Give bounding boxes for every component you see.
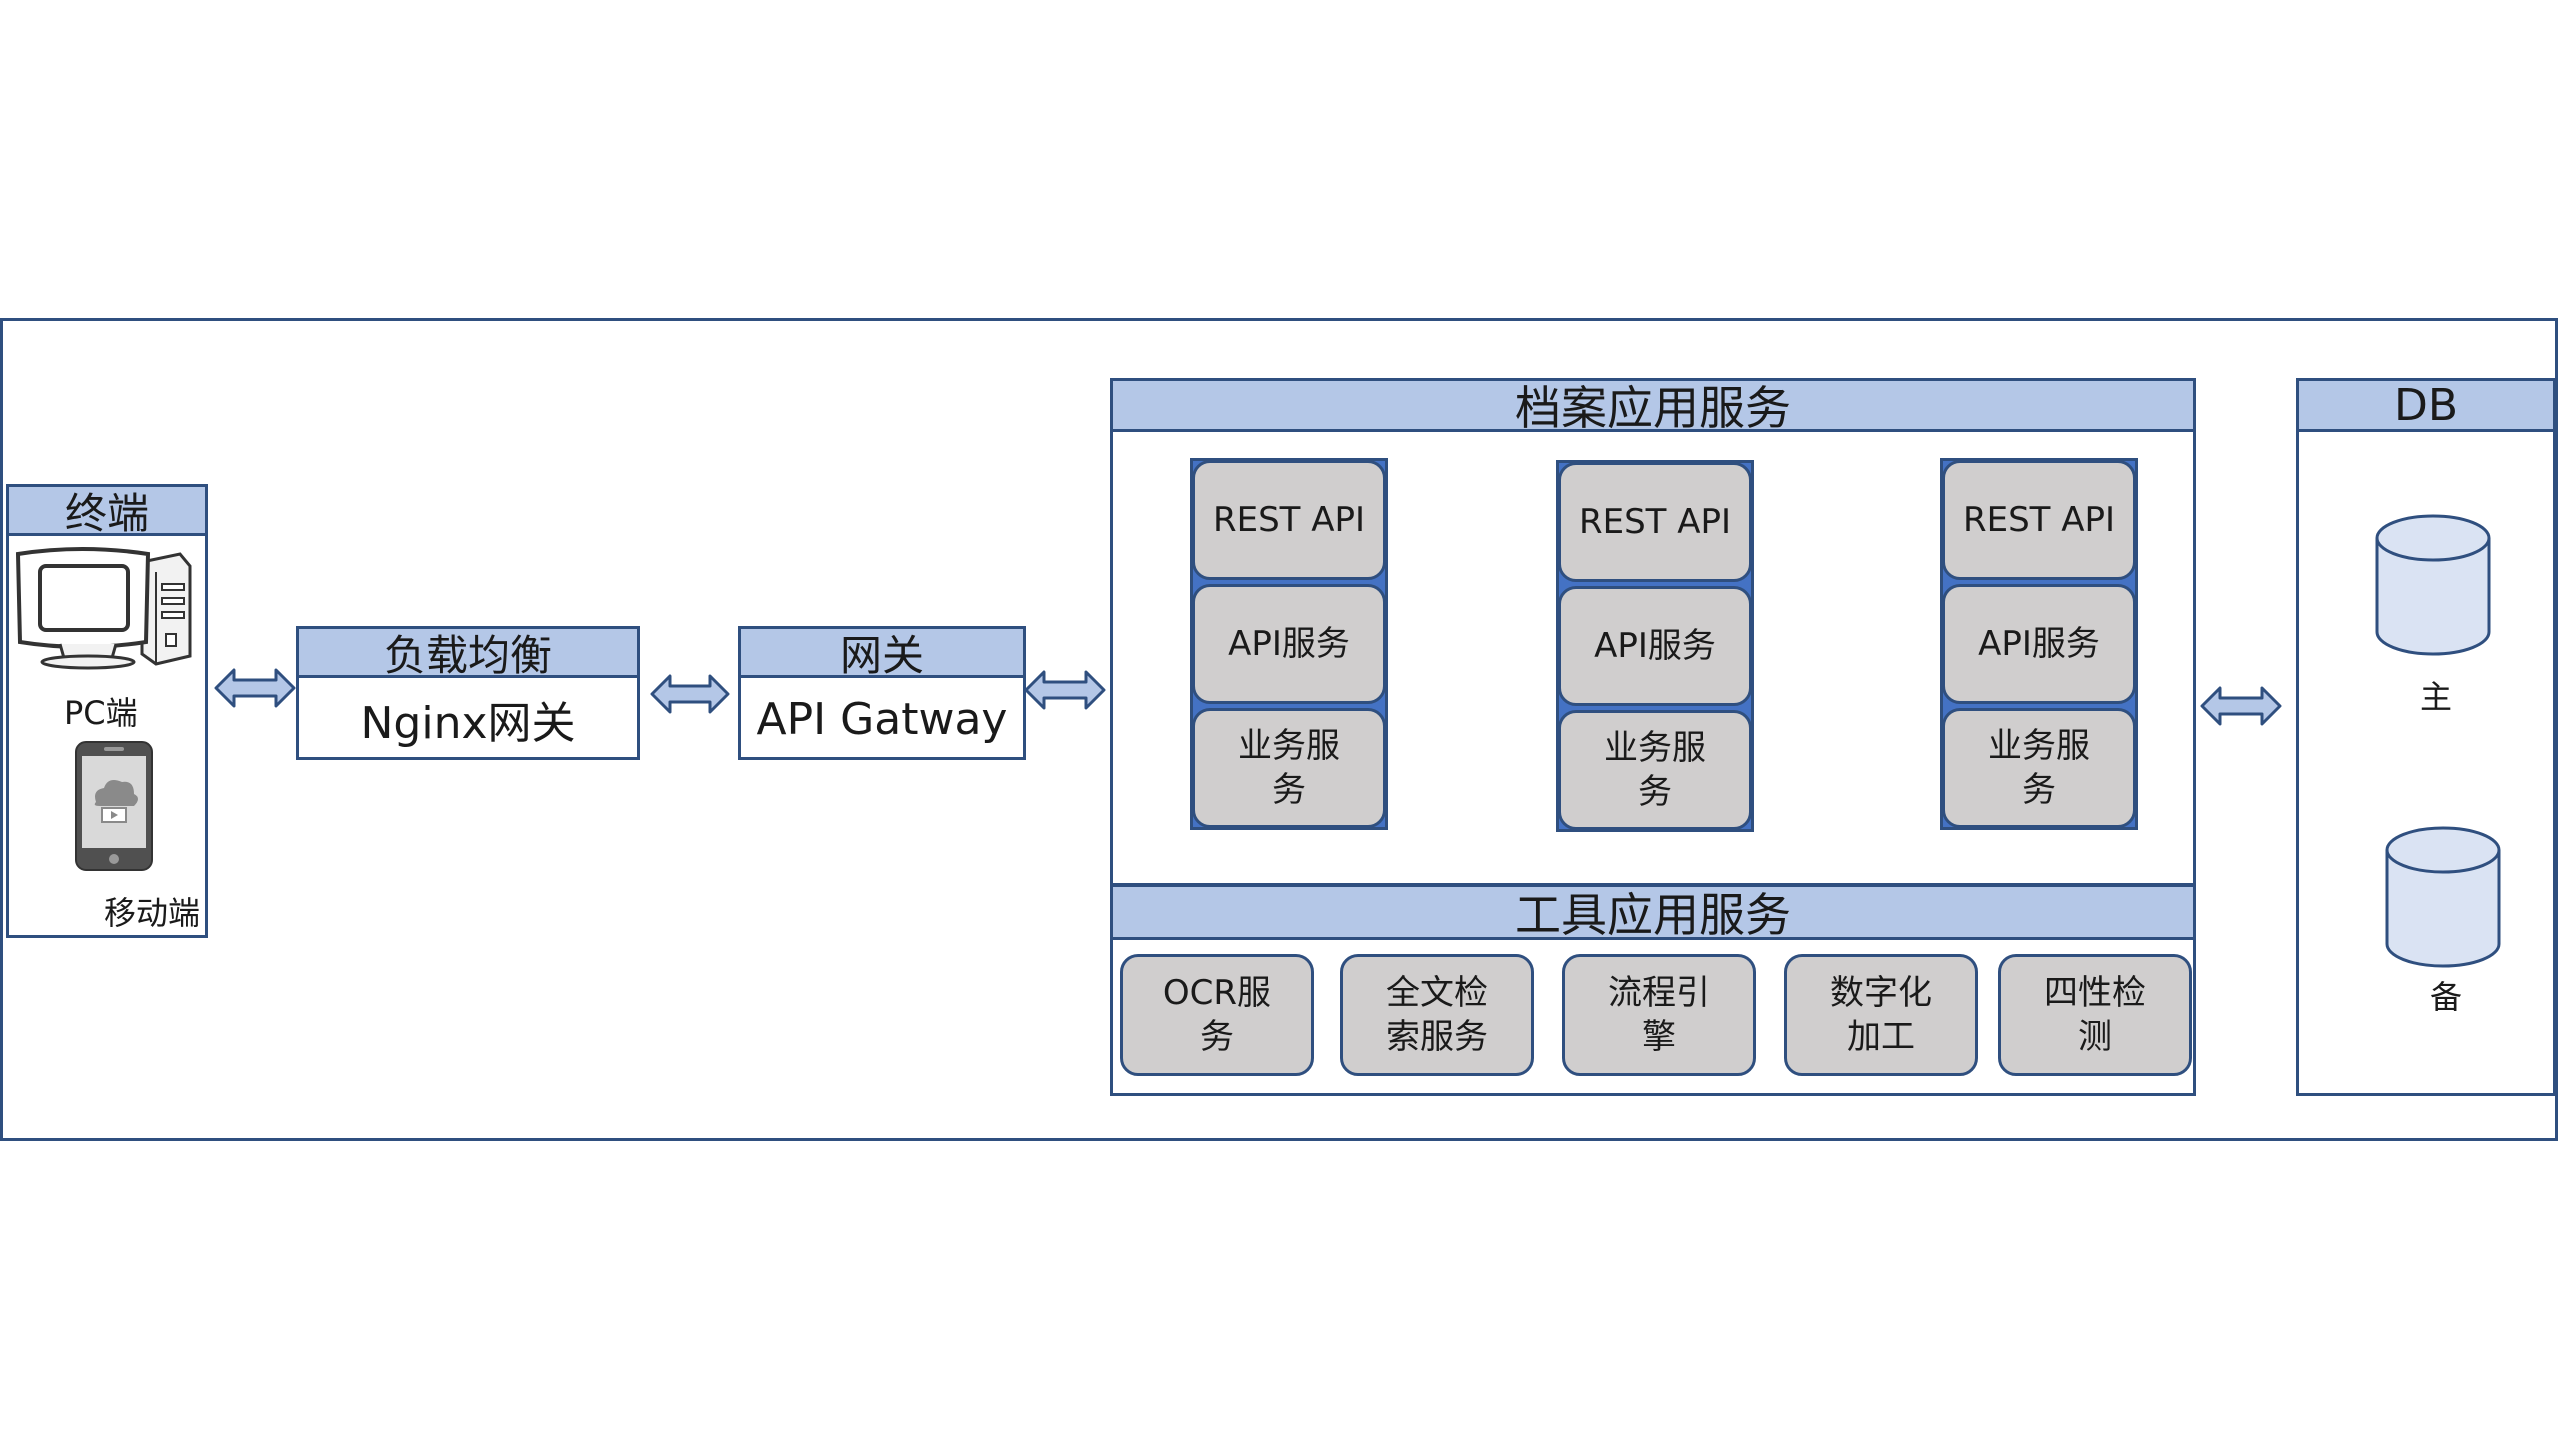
rest-api-block: REST API	[1192, 460, 1386, 580]
fulltext-search-block: 全文检索服务	[1340, 954, 1534, 1076]
terminal-title: 终端	[9, 487, 205, 538]
ocr-service-block: OCR服务	[1120, 954, 1314, 1076]
double-arrow-icon	[650, 672, 730, 716]
rest-api-block: REST API	[1558, 462, 1752, 582]
workflow-engine-block: 流程引擎	[1562, 954, 1756, 1076]
api-gateway-label: API Gatway	[756, 693, 1008, 745]
business-service-block: 业务服务	[1558, 710, 1752, 830]
api-gateway-box: 网关 API Gatway	[738, 626, 1026, 760]
tool-services-title: 工具应用服务	[1113, 887, 2193, 942]
load-balancer-title: 负载均衡	[299, 629, 637, 680]
double-arrow-icon	[214, 666, 296, 710]
pc-icon	[12, 544, 196, 670]
api-service-block: API服务	[1942, 584, 2136, 704]
db-primary-label: 主	[2420, 678, 2453, 716]
digitization-block: 数字化加工	[1784, 954, 1978, 1076]
archive-services-title: 档案应用服务	[1113, 381, 2193, 435]
business-service-block: 业务服务	[1942, 708, 2136, 828]
pc-label: PC端	[64, 694, 138, 732]
database-backup-icon	[2384, 826, 2502, 970]
db-backup-label: 备	[2430, 978, 2463, 1016]
database-primary-icon	[2374, 514, 2492, 658]
nginx-gateway-label: Nginx网关	[360, 698, 576, 749]
db-panel: DB	[2296, 378, 2556, 1096]
api-service-block: API服务	[1558, 586, 1752, 706]
double-arrow-icon	[1024, 668, 1106, 712]
api-gateway-title: 网关	[741, 629, 1023, 680]
business-service-block: 业务服务	[1192, 708, 1386, 828]
rest-api-block: REST API	[1942, 460, 2136, 580]
mobile-phone-icon	[72, 740, 156, 872]
double-arrow-icon	[2200, 684, 2282, 728]
api-service-block: API服务	[1192, 584, 1386, 704]
load-balancer-box: 负载均衡 Nginx网关	[296, 626, 640, 760]
db-title: DB	[2299, 380, 2553, 432]
mobile-label: 移动端	[104, 894, 201, 932]
four-property-check-block: 四性检测	[1998, 954, 2192, 1076]
